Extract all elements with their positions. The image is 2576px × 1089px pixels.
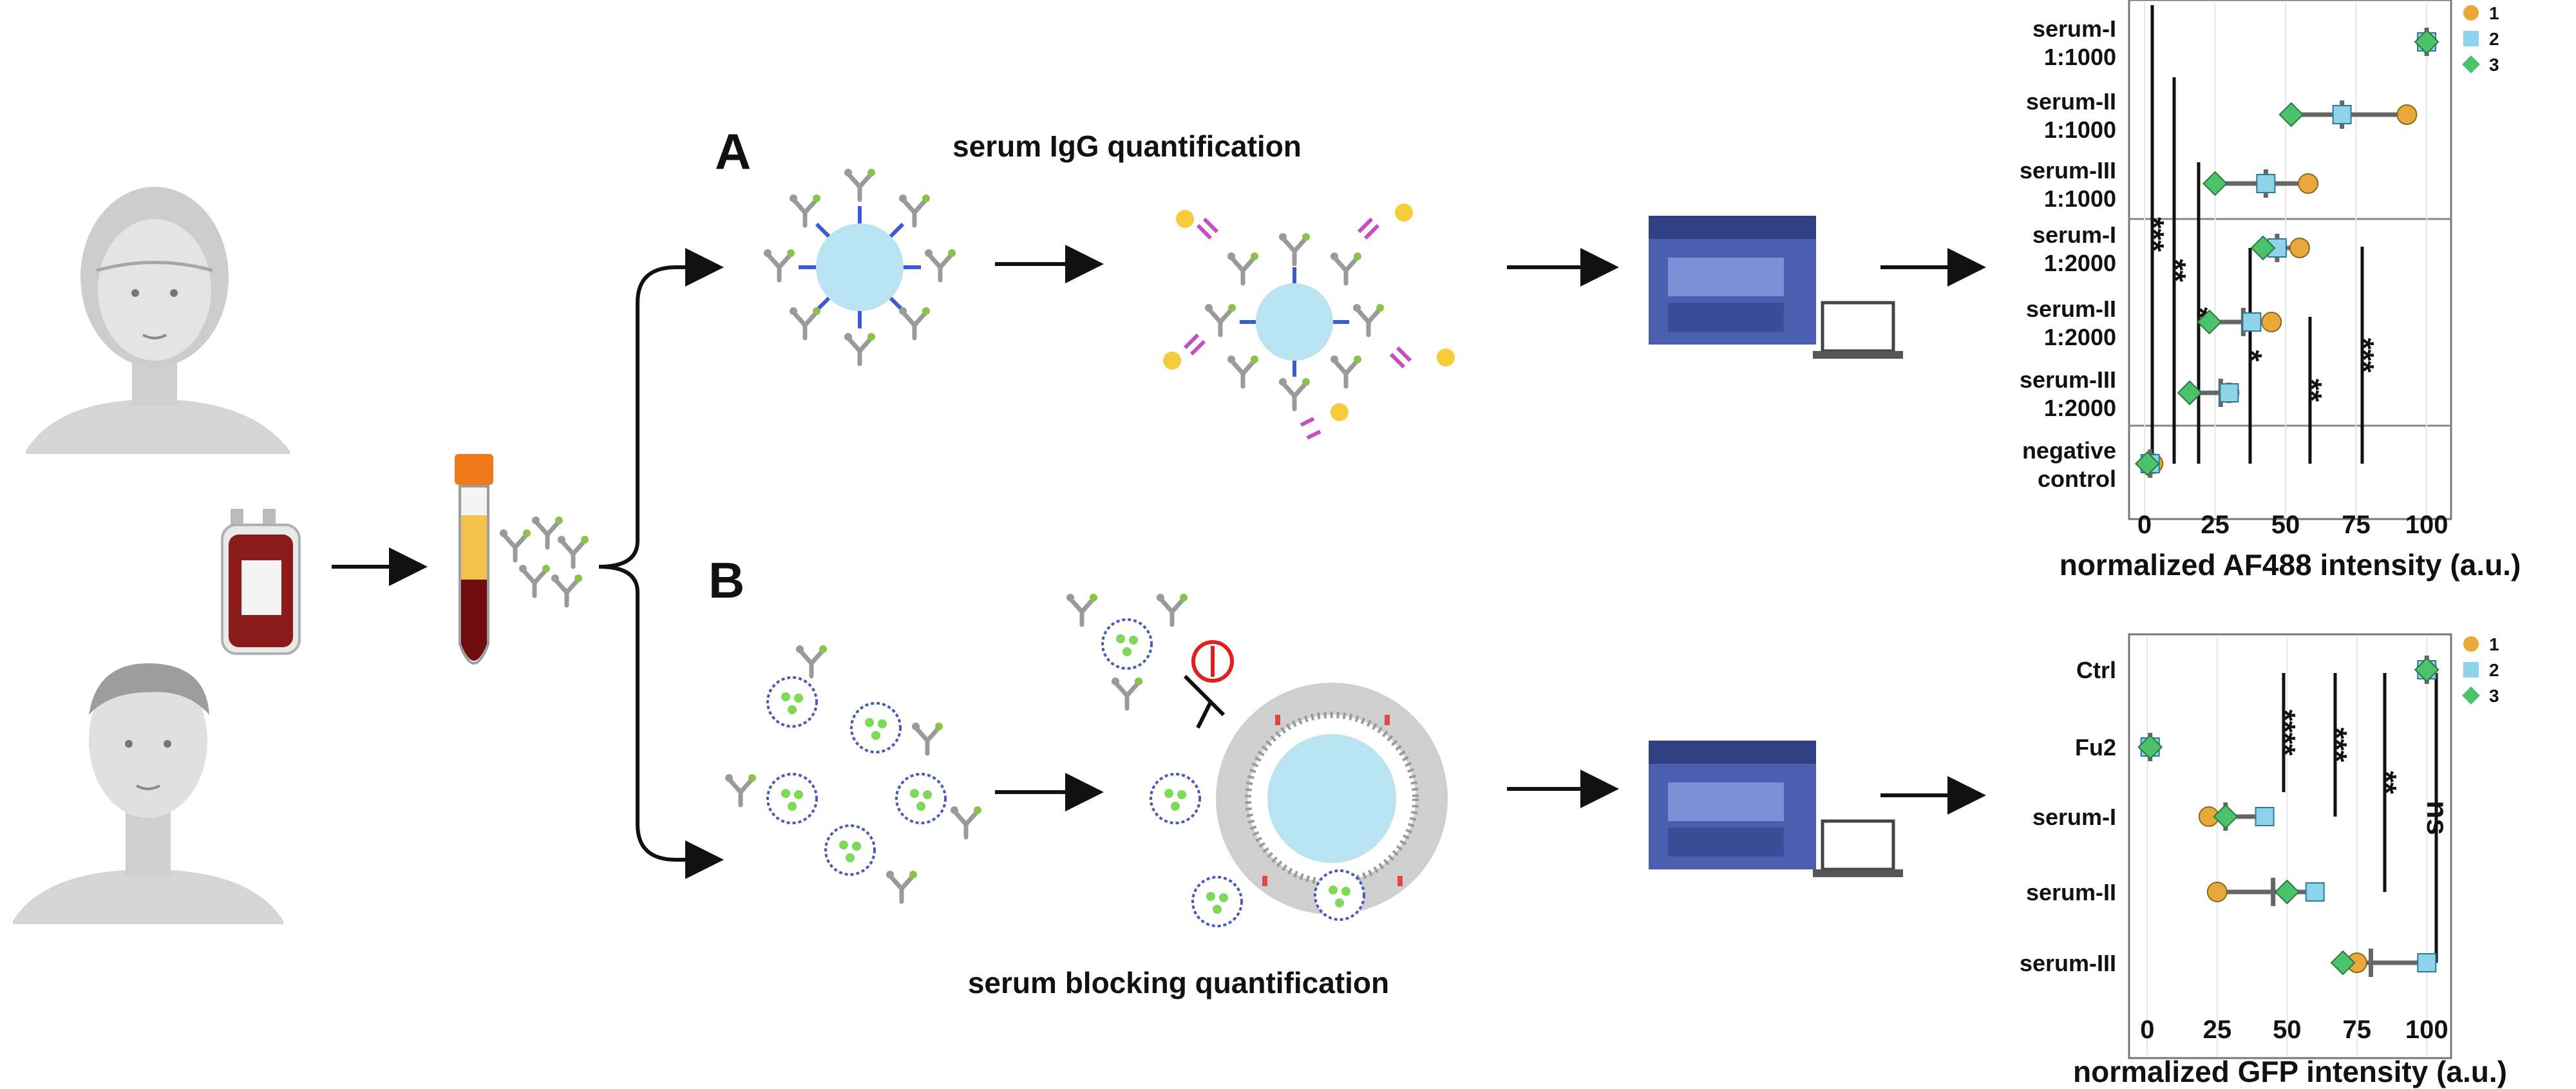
point-s2-r2 <box>2256 174 2276 193</box>
point-s2-r4 <box>2242 312 2262 332</box>
legend-marker-1 <box>2463 636 2479 652</box>
category-label-6-0: negative <box>2022 437 2116 464</box>
point-s3-r0 <box>2414 657 2439 683</box>
category-label-3-0: serum-II <box>2026 879 2116 905</box>
legend-label-1: 1 <box>2489 3 2499 23</box>
category-label-0-0: serum-I <box>2032 15 2116 42</box>
significance-label-4: ** <box>2295 379 2328 402</box>
significance-label-3: ns <box>2421 800 2454 835</box>
category-label-2-0: serum-III <box>2020 157 2116 184</box>
point-s3-r2 <box>2202 171 2228 196</box>
legend-marker-1 <box>2463 5 2479 21</box>
secondary-antibody-bead-icon <box>1163 204 1455 440</box>
point-s1-r1 <box>2396 104 2418 125</box>
significance-label-2: ** <box>2369 771 2403 794</box>
legend-label-2: 2 <box>2489 29 2499 49</box>
chart-b-xlabel: normalized GFP intensity (a.u.) <box>2073 1055 2507 1088</box>
point-s3-r6 <box>2134 451 2160 477</box>
category-label-1-0: Fu2 <box>2075 734 2116 761</box>
category-label-1-1: 1:1000 <box>2044 117 2116 143</box>
point-s3-r1 <box>2278 102 2304 128</box>
point-s3-r2 <box>2213 804 2239 829</box>
significance-label-0: **** <box>2268 710 2302 756</box>
panel-b-letter: B <box>708 552 744 609</box>
category-label-4-1: 1:2000 <box>2044 324 2116 350</box>
cell-with-receptors-icon <box>1216 683 1448 914</box>
flow-cytometer-a-icon <box>1649 216 1903 359</box>
blood-bag-icon <box>221 509 301 655</box>
point-s2-r3 <box>2305 882 2325 902</box>
chart-b-panel <box>2128 633 2452 1059</box>
donor-female-illustration <box>26 187 290 454</box>
legend-label-3: 3 <box>2489 55 2499 75</box>
chart-a-xlabel: normalized AF488 intensity (a.u.) <box>2060 548 2521 582</box>
category-label-2-0: serum-I <box>2032 804 2116 830</box>
point-s3-r4 <box>2330 950 2356 976</box>
significance-label-0: *** <box>2137 217 2170 252</box>
point-s3-r5 <box>2177 380 2202 406</box>
point-s1-r2 <box>2298 173 2319 194</box>
significance-label-3: * <box>2235 350 2268 362</box>
donor-male-illustration <box>13 663 283 924</box>
point-s3-r4 <box>2197 309 2222 335</box>
point-s3-r3 <box>2274 879 2300 905</box>
x-tick-label-50: 50 <box>2271 511 2300 539</box>
category-label-6-1: control <box>2038 466 2116 492</box>
x-tick-label-100: 100 <box>2405 511 2448 539</box>
panel-a-title: serum IgG quantification <box>952 129 1302 163</box>
category-label-0-0: Ctrl <box>2076 657 2116 683</box>
chart-a-panel <box>2128 0 2452 520</box>
category-label-4-0: serum-III <box>2020 950 2116 976</box>
point-s3-r0 <box>2414 29 2439 55</box>
x-tick-label-50: 50 <box>2273 1016 2302 1044</box>
point-s1-r4 <box>2261 312 2282 332</box>
significance-label-1: *** <box>2320 728 2353 762</box>
significance-label-1: ** <box>2159 259 2192 282</box>
category-label-4-0: serum-II <box>2026 296 2116 322</box>
x-tick-label-25: 25 <box>2203 1016 2232 1044</box>
point-s2-r5 <box>2219 383 2239 402</box>
pseudovirus-antibody-cluster-icon <box>725 645 981 902</box>
point-s3-r1 <box>2137 734 2163 760</box>
point-s1-r3 <box>2206 882 2228 902</box>
legend-marker-2 <box>2463 31 2479 46</box>
category-label-1-0: serum-II <box>2026 88 2116 115</box>
x-tick-label-75: 75 <box>2343 1016 2372 1044</box>
legend-marker-3 <box>2462 687 2480 705</box>
x-tick-label-0: 0 <box>2137 511 2152 539</box>
legend-label-1: 1 <box>2489 634 2499 654</box>
category-label-3-0: serum-I <box>2032 222 2116 248</box>
point-s1-r3 <box>2289 238 2310 258</box>
x-tick-label-0: 0 <box>2140 1016 2154 1044</box>
category-label-0-1: 1:1000 <box>2044 44 2116 70</box>
blocked-virus-icon <box>1066 594 1234 729</box>
x-tick-label-75: 75 <box>2342 511 2371 539</box>
antibody-cluster-icon <box>500 516 589 605</box>
point-s3-r3 <box>2250 235 2276 261</box>
category-label-5-0: serum-III <box>2020 366 2116 393</box>
category-label-2-1: 1:1000 <box>2044 185 2116 212</box>
point-s2-r2 <box>2255 807 2275 826</box>
x-tick-label-100: 100 <box>2405 1016 2448 1044</box>
panel-a-letter: A <box>715 123 751 180</box>
category-label-5-1: 1:2000 <box>2044 395 2116 421</box>
flow-cytometer-b-icon <box>1649 741 1903 877</box>
antibody-coated-bead-icon <box>764 169 956 364</box>
legend-marker-3 <box>2462 55 2480 73</box>
point-s2-r1 <box>2332 105 2352 124</box>
panel-b-title: serum blocking quantification <box>968 966 1389 999</box>
legend-label-2: 2 <box>2489 660 2499 680</box>
category-label-3-1: 1:2000 <box>2044 250 2116 276</box>
x-tick-label-25: 25 <box>2201 511 2230 539</box>
branch-arrow-to-a <box>598 248 724 569</box>
branch-arrow-to-b <box>598 565 724 879</box>
point-s2-r4 <box>2417 953 2437 972</box>
chart-af488-intensity: serum-I1:1000serum-II1:1000serum-III1:10… <box>2020 0 2521 582</box>
serum-tube-icon <box>455 454 493 665</box>
legend-label-3: 3 <box>2489 686 2499 706</box>
legend-marker-2 <box>2463 662 2479 677</box>
significance-label-5: *** <box>2347 338 2380 373</box>
